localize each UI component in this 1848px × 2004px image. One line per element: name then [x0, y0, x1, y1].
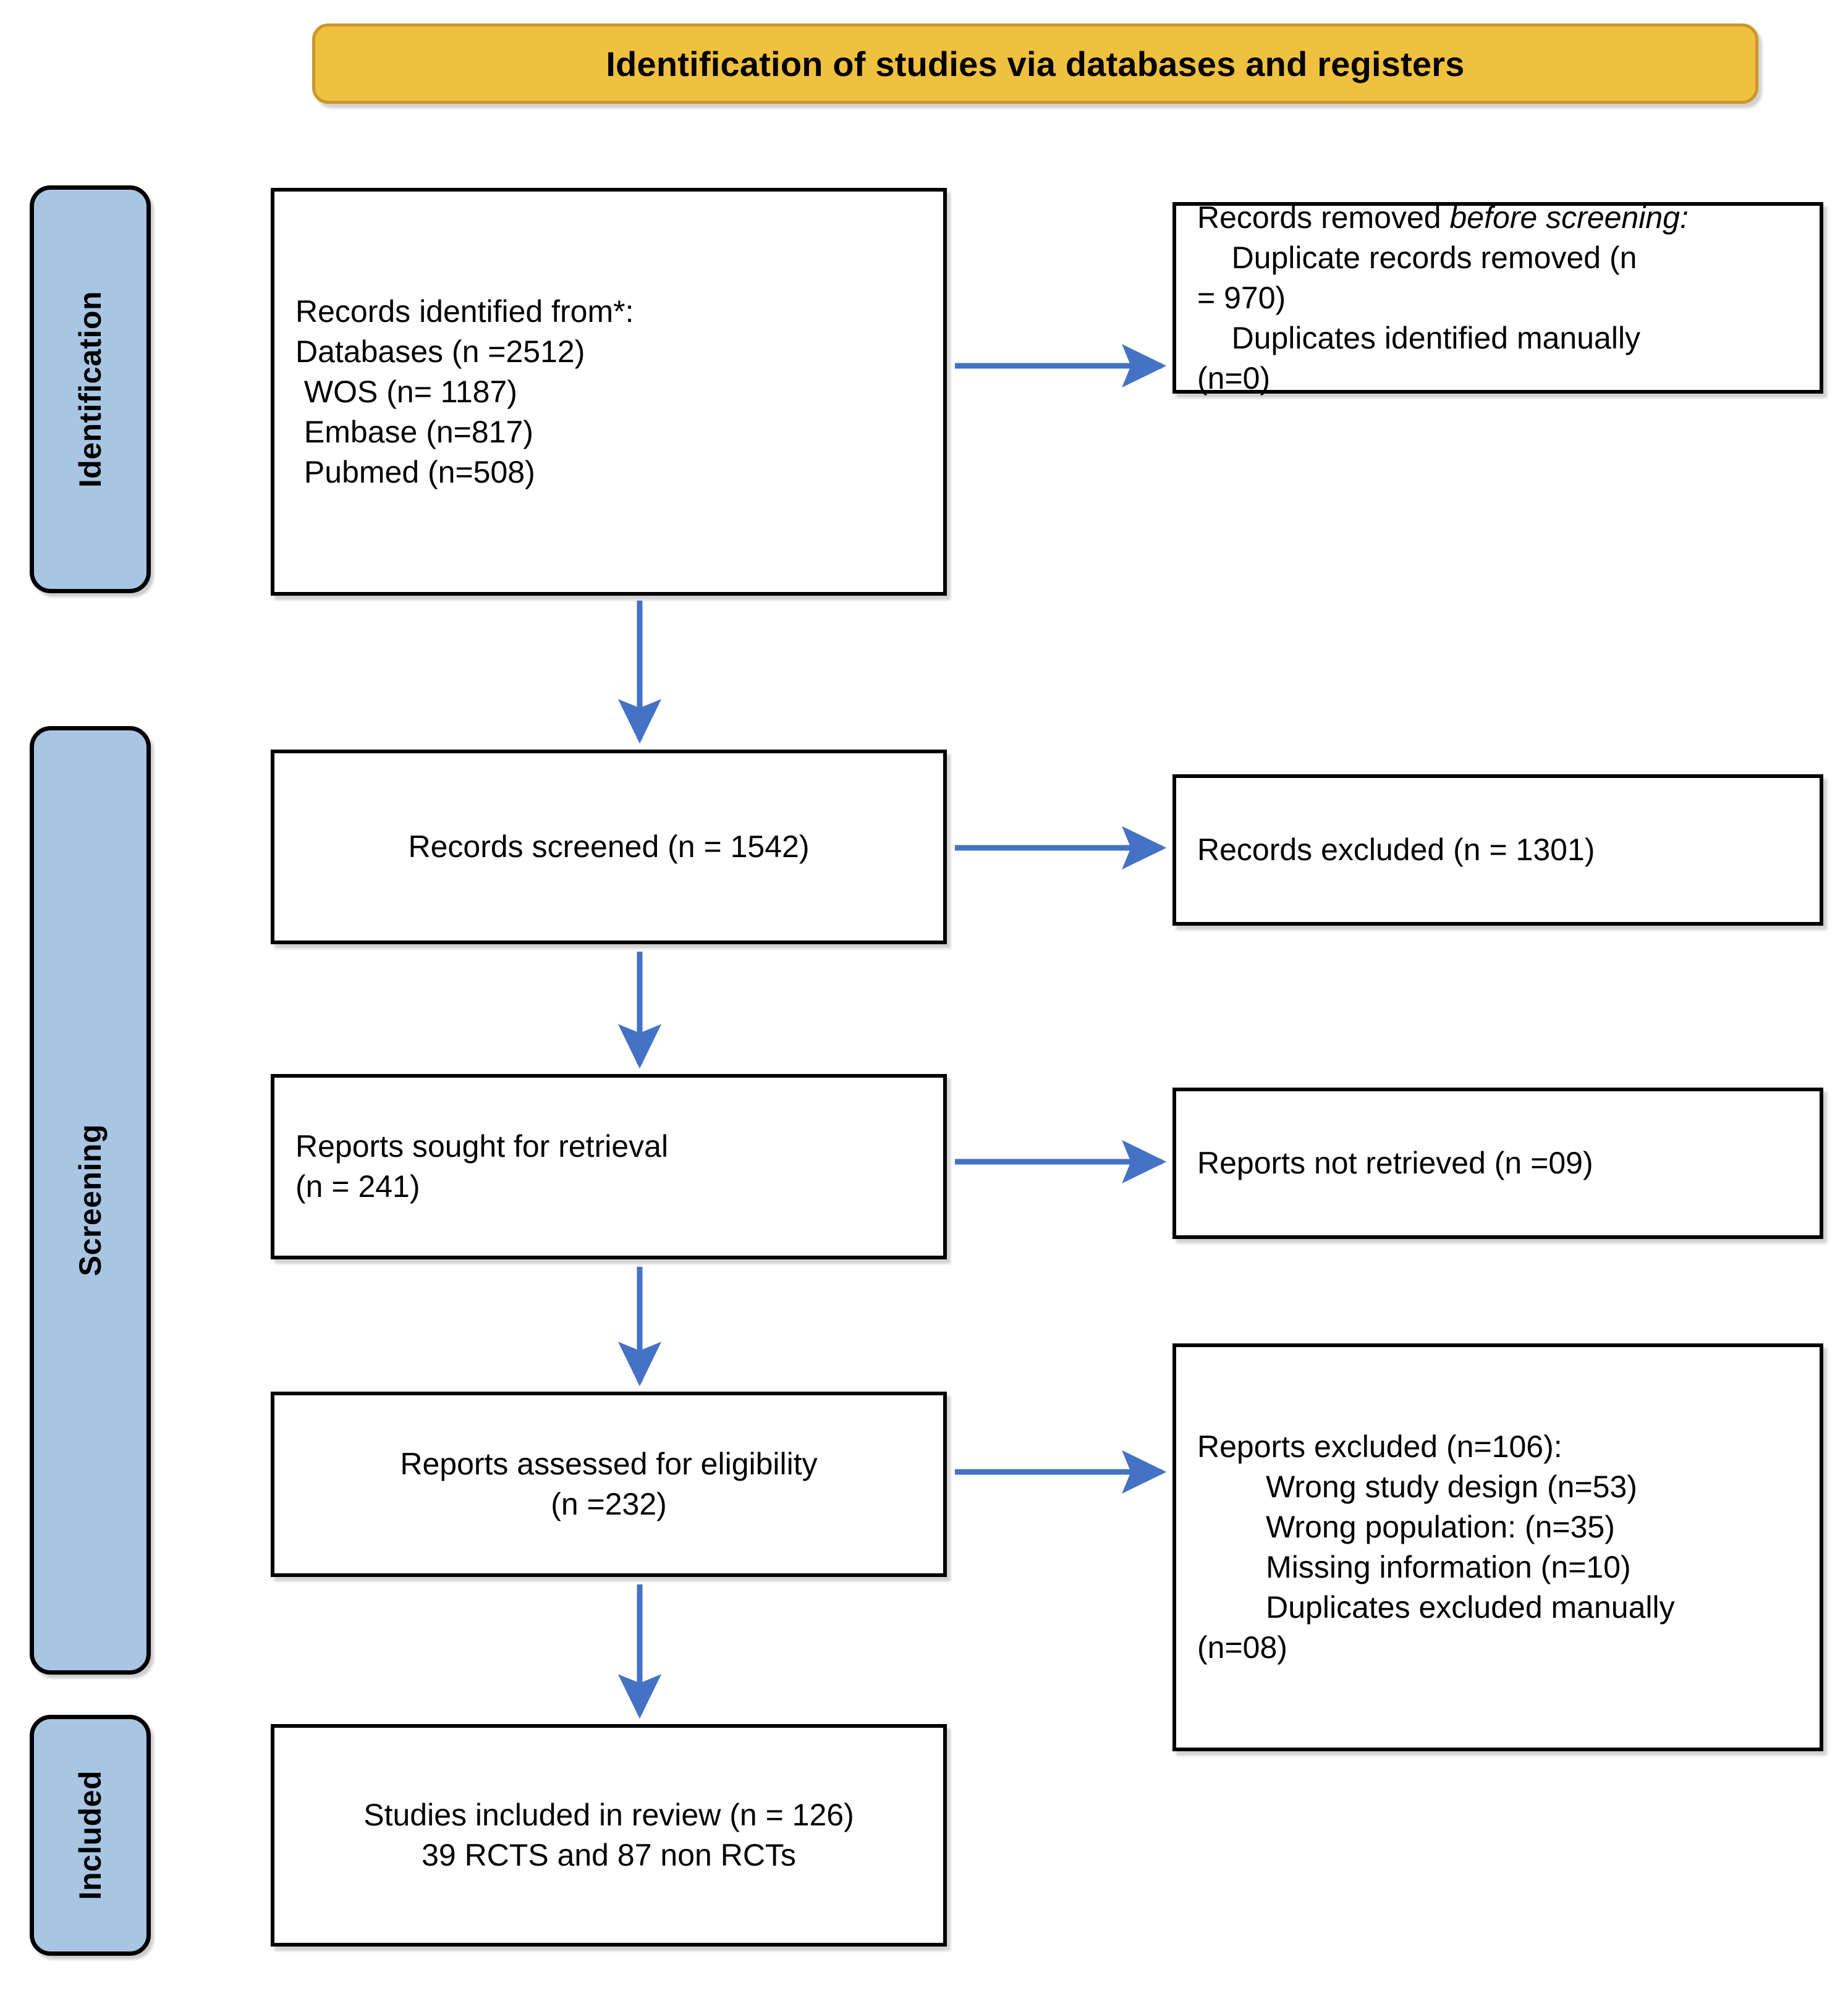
box-reports-excluded-text: Reports excluded (n=106): Wrong study de… — [1197, 1429, 1675, 1665]
box-studies-included-text: Studies included in review (n = 126) 39 … — [363, 1798, 854, 1872]
banner-title: Identification of studies via databases … — [606, 44, 1465, 83]
box-studies-included-in-review: Studies included in review (n = 126) 39 … — [271, 1724, 947, 1947]
box-reports-sought-text: Reports sought for retrieval (n = 241) — [295, 1129, 669, 1204]
stage-label-identification: Identification — [30, 185, 151, 593]
records-removed-heading-colon: : — [1679, 200, 1689, 235]
box-records-excluded: Records excluded (n = 1301) — [1172, 774, 1823, 926]
box-records-excluded-text: Records excluded (n = 1301) — [1197, 832, 1595, 867]
box-reports-assessed-text: Reports assessed for eligibility (n =232… — [400, 1447, 818, 1521]
stage-label-included: Included — [30, 1715, 151, 1956]
box-reports-not-retrieved-text: Reports not retrieved (n =09) — [1197, 1146, 1593, 1180]
box-reports-sought-for-retrieval: Reports sought for retrieval (n = 241) — [271, 1074, 947, 1259]
records-removed-heading-italic: before screening — [1449, 200, 1680, 235]
diagram-header-banner: Identification of studies via databases … — [312, 23, 1758, 104]
stage-label-screening-text: Screening — [73, 1124, 108, 1277]
box-records-removed-before-screening: Records removed before screening: Duplic… — [1172, 200, 1823, 395]
records-removed-heading-plain: Records removed — [1197, 200, 1450, 235]
box-records-identified-text: Records identified from*: Databases (n =… — [295, 294, 634, 489]
box-records-screened: Records screened (n = 1542) — [271, 750, 947, 944]
stage-label-included-text: Included — [73, 1770, 108, 1900]
stage-label-identification-text: Identification — [73, 290, 108, 488]
stage-label-screening: Screening — [30, 726, 151, 1675]
box-reports-assessed-for-eligibility: Reports assessed for eligibility (n =232… — [271, 1392, 947, 1577]
box-records-identified: Records identified from*: Databases (n =… — [271, 188, 947, 596]
box-reports-excluded: Reports excluded (n=106): Wrong study de… — [1172, 1343, 1823, 1751]
box-reports-not-retrieved: Reports not retrieved (n =09) — [1172, 1088, 1823, 1239]
box-records-removed-body: Duplicate records removed (n = 970) Dupl… — [1197, 240, 1641, 395]
box-records-screened-text: Records screened (n = 1542) — [408, 829, 810, 864]
box-records-removed-heading: Records removed before screening: — [1176, 198, 1820, 238]
